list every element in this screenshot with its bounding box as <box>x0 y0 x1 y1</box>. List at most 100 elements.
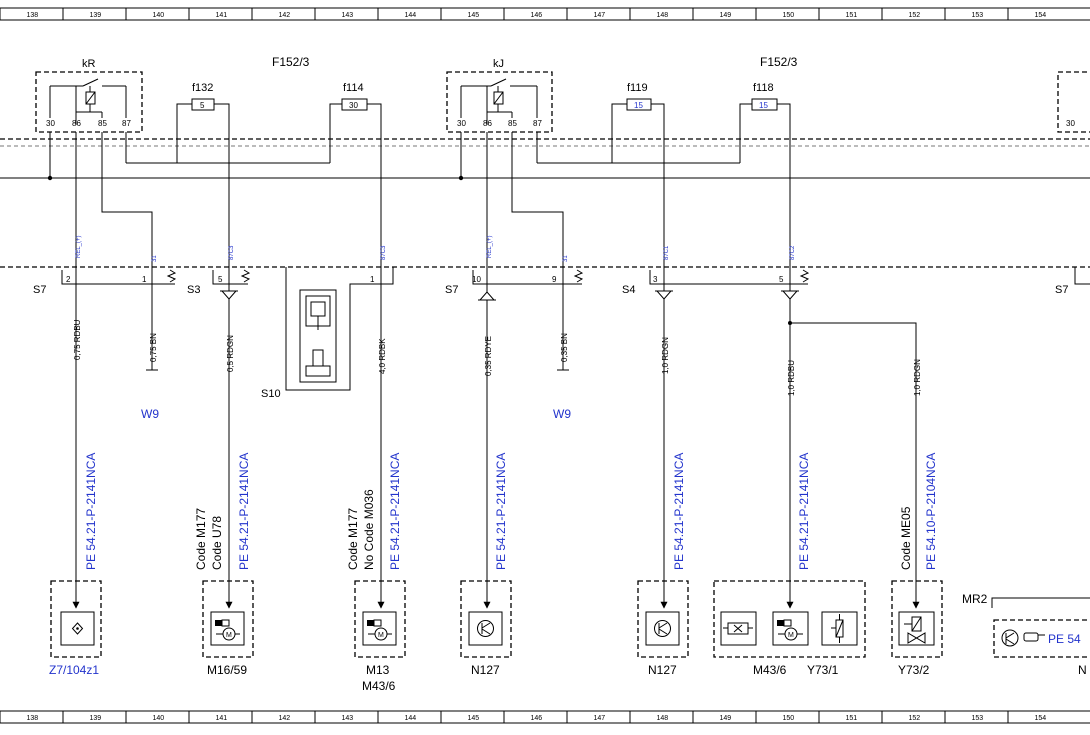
component-label-secondary: Y73/1 <box>807 663 839 677</box>
terminal-symbols <box>75 270 799 301</box>
wire-label: 0,75 RDBU <box>73 319 82 360</box>
ruler-label: 138 <box>27 12 39 19</box>
ruler-label: 146 <box>531 12 543 19</box>
ruler-label: 153 <box>972 715 984 722</box>
ruler-label: 144 <box>405 715 417 722</box>
connector-name: S4 <box>622 284 635 296</box>
connector-plug-icon <box>299 289 337 383</box>
mr2-label: MR2 <box>962 592 988 606</box>
ruler-label: 149 <box>720 12 732 19</box>
connector-name: S10 <box>261 388 281 400</box>
pump-icon <box>723 622 753 635</box>
plug-pin-label: 31 <box>563 255 569 262</box>
ruler-label: 147 <box>594 715 606 722</box>
ruler-label: 145 <box>468 12 480 19</box>
ruler-label: 142 <box>279 715 291 722</box>
code-note: Code ME05 <box>899 506 913 570</box>
ground-label[interactable]: W9 <box>141 407 159 421</box>
wire-label: 4,0 RDBK <box>378 338 387 374</box>
plug-pin-label: 87C3 <box>381 245 387 260</box>
control-unit-icon <box>477 620 494 637</box>
fuse-f118: f118 15 <box>739 82 791 137</box>
control-unit-icon <box>1001 629 1019 647</box>
plug-pin-label: 31 <box>152 255 158 262</box>
control-unit-icon <box>654 620 671 637</box>
component-n127 <box>637 580 689 658</box>
mr2-cut-label: N <box>1078 663 1087 677</box>
component-label: N127 <box>648 663 677 677</box>
pe-reference-link[interactable]: PE 54.21-P-2141NCA <box>672 453 686 570</box>
connector-pin: 5 <box>779 275 784 284</box>
top-ruler <box>0 7 1090 21</box>
ruler-label: 154 <box>1035 12 1047 19</box>
connector-pin: 10 <box>472 275 481 284</box>
ground-label[interactable]: W9 <box>553 407 571 421</box>
component-label[interactable]: Z7/104z1 <box>49 663 99 677</box>
svg-text:M: M <box>226 632 232 639</box>
relay-pin: 30 <box>1066 119 1075 128</box>
motor-icon: M <box>367 619 392 641</box>
mr2-reference-link[interactable]: PE 54 <box>1048 632 1081 646</box>
ruler-label: 139 <box>90 12 102 19</box>
pe-reference-link[interactable]: PE 54.21-P-2141NCA <box>388 453 402 570</box>
pe-reference-link[interactable]: PE 54.21-P-2141NCA <box>494 453 508 570</box>
connector-pin: 1 <box>370 275 375 284</box>
ruler-label: 142 <box>279 12 291 19</box>
svg-text:M: M <box>378 632 384 639</box>
ruler-label: 143 <box>342 715 354 722</box>
ruler-label: 152 <box>909 12 921 19</box>
connector-pin: 3 <box>653 275 658 284</box>
relay-pin: 87 <box>533 119 542 128</box>
fuse-name: f114 <box>343 82 364 94</box>
component-label: M16/59 <box>207 663 247 677</box>
connector-point-icon <box>71 622 84 635</box>
ruler-label: 140 <box>153 12 165 19</box>
fuse-block-label: F152/3 <box>760 55 798 69</box>
pin-stubs <box>49 132 741 178</box>
ruler-label: 144 <box>405 12 417 19</box>
connector-pin: 2 <box>66 275 71 284</box>
ruler-label: 149 <box>720 715 732 722</box>
component-label-secondary: M43/6 <box>362 679 396 693</box>
pe-reference-link[interactable]: PE 54.21-P-2141NCA <box>237 453 251 570</box>
fuse-name: f132 <box>192 82 213 94</box>
ruler-label: 138 <box>27 715 39 722</box>
ruler-label: 150 <box>783 12 795 19</box>
pe-reference-link[interactable]: PE 54.21-P-2141NCA <box>797 453 811 570</box>
relay-kr: kR 30 86 85 87 <box>35 58 143 133</box>
component-label: N127 <box>471 663 500 677</box>
connector-name: S7 <box>445 284 458 296</box>
pe-reference-link[interactable]: PE 54.21-P-2141NCA <box>84 453 98 570</box>
plug-pin-label: 87C3 <box>229 245 235 260</box>
connector-name: S3 <box>187 284 200 296</box>
ruler-label: 145 <box>468 715 480 722</box>
connector-pin: 5 <box>218 275 223 284</box>
pe-reference-link[interactable]: PE 54.10-P-2104NCA <box>924 453 938 570</box>
ruler-label: 141 <box>216 715 228 722</box>
bottom-ruler <box>0 710 1090 724</box>
code-note: Code M177 <box>346 508 360 570</box>
relay-coil-icon <box>460 78 538 125</box>
fuse-f119: f119 15 <box>611 82 665 137</box>
relay-pin: 85 <box>508 119 517 128</box>
wire-label: 1,0 RDGN <box>913 359 922 396</box>
fuse-f132: f132 5 <box>176 82 230 137</box>
relay-pin: 86 <box>72 119 81 128</box>
component-m13: M <box>354 580 406 658</box>
ruler-label: 146 <box>531 715 543 722</box>
connector-pin: 9 <box>552 275 557 284</box>
ruler-label: 151 <box>846 12 858 19</box>
fuse-rating: 15 <box>634 101 643 110</box>
fuse-block-label: F152/3 <box>272 55 310 69</box>
fuse-name: f119 <box>627 82 648 94</box>
relay-kj-frame <box>446 71 553 133</box>
plug-pin-label: REL_(+) <box>76 235 82 258</box>
wire-label: 0,5 RDGN <box>226 335 235 372</box>
relay-kj-name: kJ <box>493 58 504 70</box>
connector-pin: 1 <box>142 275 147 284</box>
fuse-rating: 5 <box>200 101 205 110</box>
connector-frames <box>61 267 1090 391</box>
